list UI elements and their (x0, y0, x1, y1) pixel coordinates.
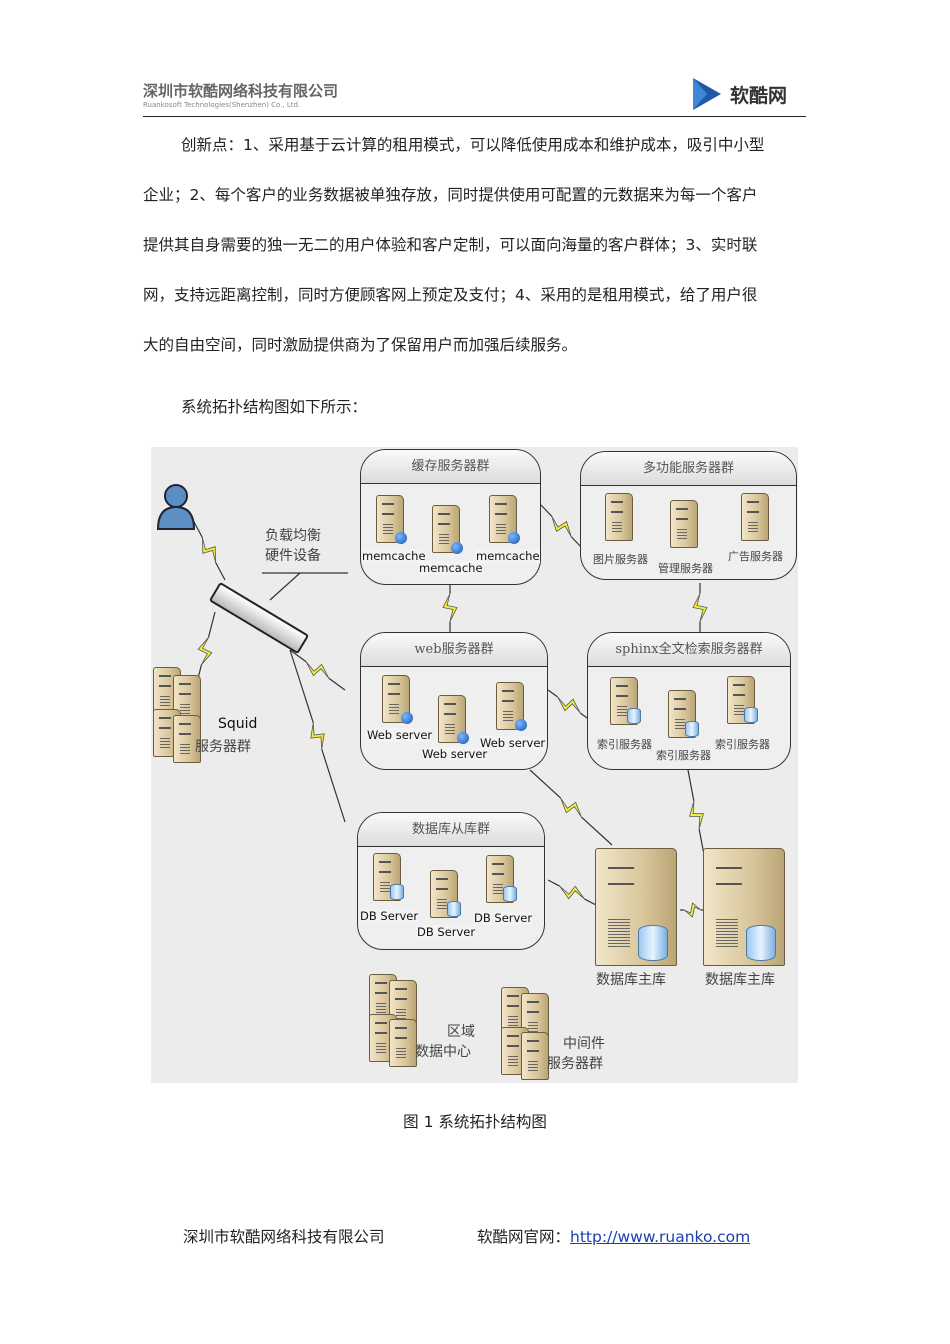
lightning-bolt-icon (202, 537, 216, 563)
paragraph-line: 提供其自身需要的独一无二的用户体验和客户定制，可以面向海量的客户群体；3、实时联 (143, 236, 758, 254)
middleware-label: 服务器群 (547, 1056, 603, 1072)
connection-line (687, 769, 695, 802)
middleware-label: 中间件 (563, 1036, 605, 1052)
connection-line (580, 816, 613, 846)
db-master-label: 数据库主库 (596, 972, 666, 988)
server-icon (389, 1019, 417, 1067)
group-title: 缓存服务器群 (361, 450, 540, 484)
connection-line (289, 649, 314, 723)
connection-line (540, 504, 553, 517)
server-label: memcache (419, 561, 483, 575)
header-company-en: Ruankosoft Technologies(Shenzhen) Co., L… (143, 101, 301, 109)
user-icon (156, 484, 196, 530)
lightning-bolt-icon (557, 696, 581, 714)
server-label: DB Server (417, 925, 476, 939)
lightning-bolt-icon (197, 637, 213, 665)
topology-diagram: 负载均衡 硬件设备 Squid 服务器群 缓存服务器群 memcache mem… (151, 447, 798, 1083)
lightning-bolt-icon (559, 885, 585, 900)
db-master-server-icon (703, 848, 785, 966)
connection-line (215, 562, 226, 581)
server-label: memcache (476, 549, 540, 563)
play-logo-icon (693, 78, 721, 110)
group-title: sphinx全文检索服务器群 (588, 633, 790, 667)
header-company-name: 深圳市软酷网络科技有限公司 (143, 82, 339, 100)
region-label: 区域 (447, 1024, 475, 1040)
load-balancer-label: 负载均衡 (265, 528, 321, 544)
paragraph-line: 大的自由空间，同时激励提供商为了保留用户而加强后续服务。 (143, 336, 578, 354)
server-label: 管理服务器 (658, 560, 713, 576)
paragraph-line: 创新点：1、采用基于云计算的租用模式，可以降低使用成本和维护成本，吸引中小型 (181, 136, 765, 154)
server-icon (605, 493, 633, 541)
server-icon (376, 495, 407, 544)
paragraph-line: 企业；2、每个客户的业务数据被单独存放，同时提供使用可配置的元数据来为每一个客户 (143, 186, 758, 204)
server-icon (486, 855, 517, 903)
intro-text: 系统拓扑结构图如下所示： (181, 398, 368, 416)
connection-line (207, 611, 216, 638)
server-icon (670, 500, 698, 548)
server-label: memcache (362, 549, 426, 563)
lightning-bolt-icon (551, 516, 572, 537)
db-master-label: 数据库主库 (705, 972, 775, 988)
footer-site: 软酷网官网：http://www.ruanko.com (477, 1225, 750, 1247)
server-icon (741, 493, 769, 541)
footer-site-label: 软酷网官网： (477, 1228, 571, 1246)
lightning-bolt-icon (689, 801, 704, 829)
server-label: 索引服务器 (715, 736, 770, 752)
connection-line (547, 879, 560, 887)
server-label: 索引服务器 (656, 747, 711, 763)
group-title: web服务器群 (361, 633, 547, 667)
server-label: Web server (367, 728, 433, 742)
server-icon (521, 1032, 549, 1080)
connection-line (584, 898, 597, 906)
paragraph-line: 网，支持远距离控制，同时方便顾客网上预定及支付；4、采用的是租用模式，给了用户很 (143, 286, 758, 304)
server-label: Web server (422, 747, 488, 761)
connection-line (289, 649, 307, 663)
header-divider (143, 116, 806, 117)
lightning-bolt-icon (305, 661, 330, 679)
lightning-bolt-icon (310, 722, 325, 750)
server-icon (373, 853, 404, 901)
lightning-bolt-icon (442, 593, 458, 622)
connection-line (529, 769, 562, 799)
region-label: 数据中心 (415, 1044, 471, 1060)
lightning-bolt-icon (560, 797, 582, 818)
server-icon (432, 505, 463, 554)
lightning-bolt-icon (683, 902, 702, 918)
server-label: Web server (480, 736, 546, 750)
squid-label: Squid (218, 716, 258, 732)
connection-line (547, 689, 558, 698)
server-icon (727, 676, 758, 724)
server-icon (668, 690, 699, 738)
squid-label: 服务器群 (195, 739, 251, 755)
server-icon (382, 675, 413, 724)
connection-line (269, 572, 301, 601)
server-icon (430, 870, 461, 918)
logo: 软酷网 (690, 74, 800, 114)
connection-line (321, 749, 346, 823)
server-icon (496, 682, 527, 731)
group-title: 多功能服务器群 (581, 452, 796, 486)
figure-caption: 图 1 系统拓扑结构图 (403, 1113, 547, 1131)
server-label: DB Server (474, 911, 533, 925)
group-title: 数据库从库群 (358, 813, 544, 847)
server-icon (610, 677, 641, 725)
server-icon (489, 495, 520, 544)
logo-text: 软酷网 (730, 84, 788, 107)
lightning-bolt-icon (692, 593, 708, 622)
footer-company: 深圳市软酷网络科技有限公司 (183, 1228, 385, 1246)
server-label: 广告服务器 (728, 548, 783, 564)
db-master-server-icon (595, 848, 677, 966)
footer-site-link[interactable]: http://www.ruanko.com (570, 1228, 751, 1246)
server-icon (438, 695, 469, 744)
server-label: 索引服务器 (597, 736, 652, 752)
server-label: 图片服务器 (593, 551, 648, 567)
connection-line (328, 677, 346, 691)
squid-server-icon (173, 715, 201, 763)
server-label: DB Server (360, 909, 419, 923)
load-balancer-label: 硬件设备 (265, 548, 321, 564)
